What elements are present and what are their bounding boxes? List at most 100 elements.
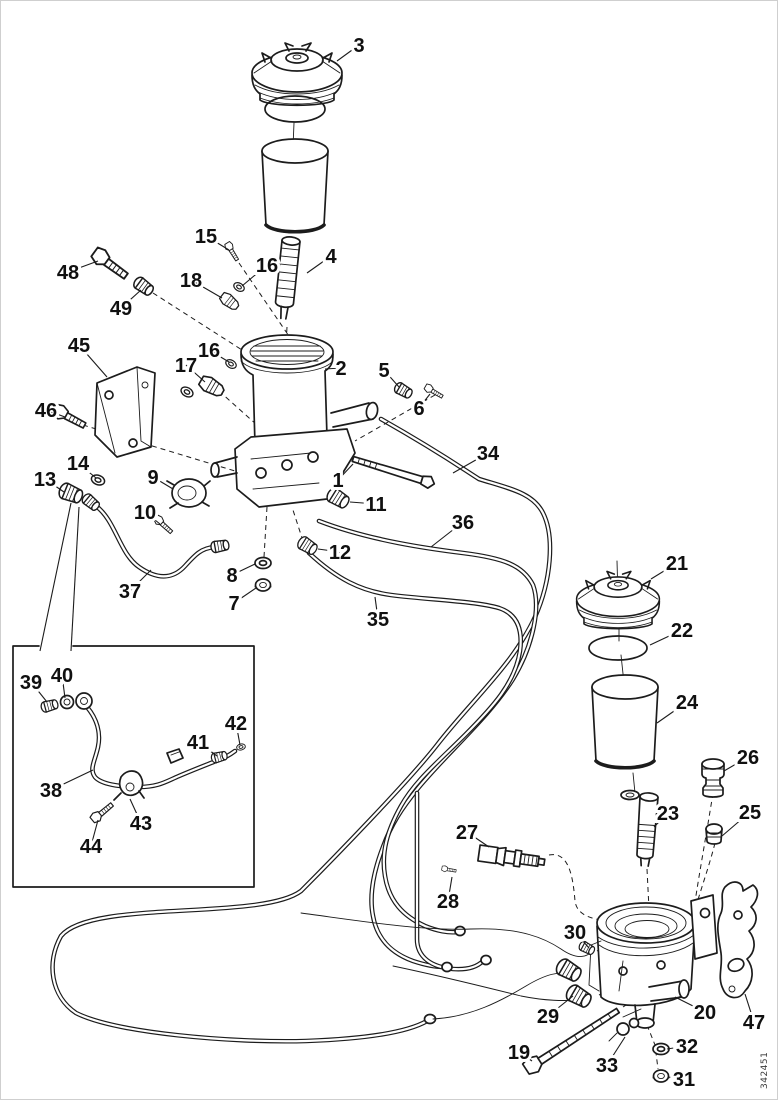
callout-leader-15 (205, 235, 230, 251)
callout-leader-16 (241, 264, 268, 287)
cover-plate-9 (166, 478, 211, 509)
callout-leader-35 (374, 596, 379, 620)
callout-10: 10 (134, 502, 156, 524)
callout-15: 15 (195, 226, 217, 248)
callout-leader-28 (447, 876, 453, 902)
callout-33: 33 (596, 1055, 618, 1077)
callout-leader-19 (518, 1051, 533, 1062)
filter-element-24 (590, 673, 660, 771)
callout-leader-13 (44, 478, 65, 493)
callout-19: 19 (508, 1042, 530, 1064)
callout-13: 13 (34, 469, 56, 491)
fitting-29b (562, 981, 595, 1011)
bolt-48 (88, 244, 133, 284)
return-line-upper (300, 912, 590, 957)
bolt-6 (422, 382, 446, 401)
fitting-29a (552, 955, 585, 985)
callout-leader-25 (721, 811, 751, 837)
callout-leader-4 (306, 255, 332, 274)
callout-11: 11 (365, 494, 386, 516)
callout-leader-48 (67, 260, 99, 273)
callout-1: 1 (332, 470, 343, 492)
callout-leader-36 (430, 521, 464, 548)
callout-leader-41 (197, 741, 218, 757)
callout-28: 28 (437, 891, 459, 913)
callout-32: 32 (676, 1036, 698, 1058)
callout-14: 14 (67, 453, 90, 475)
callout-leader-14 (77, 462, 97, 479)
callout-47: 47 (743, 1012, 765, 1034)
callout-23: 23 (657, 803, 679, 825)
callout-5: 5 (378, 360, 389, 382)
screw-28 (441, 864, 457, 875)
callout-leader-37 (129, 569, 152, 592)
callout-leader-23 (653, 812, 669, 828)
top-filter-assembly (251, 42, 343, 320)
washer-under-filter (620, 789, 640, 801)
callout-leader-2 (324, 367, 342, 370)
bolt-15 (222, 240, 242, 263)
callout-30: 30 (564, 922, 586, 944)
callout-leader-40 (61, 674, 66, 699)
inset-box (12, 645, 255, 888)
fitting-25 (705, 823, 723, 845)
callout-leader-49 (120, 289, 142, 309)
callout-44: 44 (80, 836, 103, 858)
callout-18: 18 (180, 270, 202, 292)
callout-49: 49 (110, 298, 132, 320)
callout-7: 7 (228, 593, 239, 615)
drawing-number: 342451 (760, 1052, 770, 1089)
callout-48: 48 (57, 262, 79, 284)
callout-leader-8 (231, 563, 256, 576)
callout-leader-7 (233, 587, 257, 604)
callout-leader-47 (744, 993, 755, 1023)
plug-17 (196, 372, 228, 401)
clip-on-tube (166, 748, 184, 764)
callout-leader-18 (190, 279, 223, 299)
right-filter-assembly (441, 560, 725, 875)
inset-reference-line-1 (39, 502, 72, 652)
callout-46: 46 (35, 400, 57, 422)
callout-leader-12 (317, 548, 341, 553)
callout-leader-31 (667, 1076, 685, 1080)
callout-leader-24 (656, 701, 688, 724)
callout-leader-11 (349, 501, 377, 505)
callout-leader-45 (78, 344, 108, 378)
filter-housing (210, 334, 379, 508)
callout-leader-17 (185, 364, 206, 383)
return-line-lower (392, 965, 582, 1001)
washer-40 (59, 694, 75, 710)
washer-32 (652, 1042, 670, 1056)
callout-20: 20 (694, 1002, 716, 1024)
callout-21: 21 (666, 553, 688, 575)
tube-34 (50, 416, 553, 1044)
nut-7 (254, 578, 272, 592)
callout-31: 31 (673, 1069, 695, 1091)
hardware (50, 240, 446, 592)
callout-27: 27 (456, 822, 478, 844)
callout-22: 22 (671, 620, 693, 642)
callout-41: 41 (187, 732, 209, 754)
element-4 (274, 236, 301, 320)
callout-29: 29 (537, 1006, 559, 1028)
callout-34: 34 (477, 443, 500, 465)
callout-leader-27 (466, 831, 490, 848)
element-23 (636, 792, 659, 867)
callout-leader-43 (129, 798, 142, 824)
inset-reference-line-2 (70, 506, 80, 652)
callout-24: 24 (676, 692, 699, 714)
callout-40: 40 (51, 665, 73, 687)
fitting-12 (294, 534, 320, 558)
washer-16-upper (231, 280, 247, 294)
filter-cap-2 (575, 570, 661, 630)
callout-16: 16 (198, 340, 220, 362)
callout-leader-38 (50, 769, 94, 791)
filter-element (260, 137, 330, 235)
valve-26 (701, 758, 725, 798)
callout-leader-16 (208, 349, 230, 363)
nut-31 (652, 1069, 670, 1083)
callout-8: 8 (226, 565, 237, 587)
callout-leader-6 (418, 393, 431, 409)
callout-12: 12 (329, 542, 351, 564)
